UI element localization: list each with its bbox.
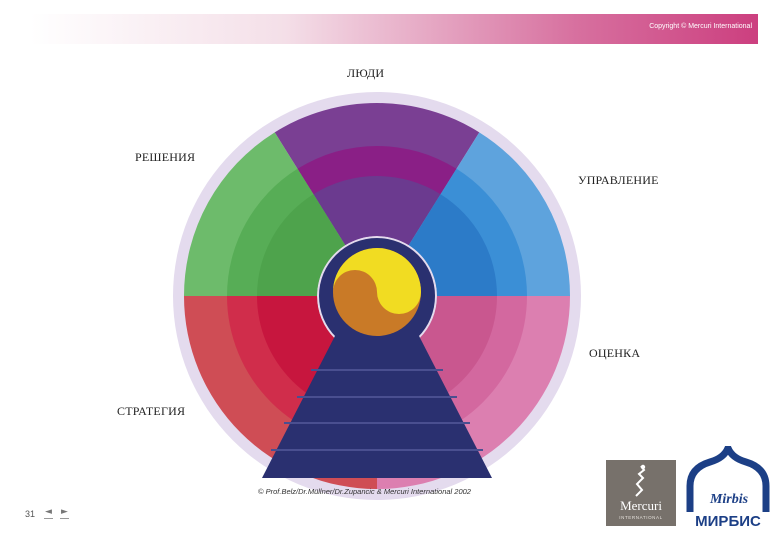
mercuri-name: Mercuri: [620, 498, 662, 513]
label-management: УПРАВЛЕНИЕ: [578, 173, 659, 187]
next-page-icon[interactable]: ►: [60, 507, 69, 519]
wheel-center: [262, 238, 492, 478]
prev-page-icon[interactable]: ◄: [44, 507, 53, 519]
sector-decisions-band-3: [257, 194, 346, 296]
mirbis-logo: Mirbis МИРБИС: [680, 446, 776, 534]
label-evaluation: ОЦЕНКА: [589, 346, 641, 360]
mirbis-arch-icon: [686, 446, 770, 512]
label-decisions: РЕШЕНИЯ: [135, 150, 196, 164]
page-number: 31: [25, 509, 36, 519]
label-strategy: СТРАТЕГИЯ: [117, 404, 186, 418]
mercuri-logo: Mercuri INTERNATIONAL: [606, 460, 676, 526]
credit-text: © Prof.Belz/Dr.Müllner/Dr.Zupancic & Mer…: [258, 487, 471, 496]
mercuri-subtitle: INTERNATIONAL: [619, 515, 663, 520]
yinyang-light: [333, 248, 421, 314]
pyramid: [262, 332, 492, 478]
mirbis-word: МИРБИС: [695, 513, 761, 530]
mercuri-figure-icon: [635, 464, 646, 497]
header-bar: Copyright © Mercuri International: [30, 14, 758, 44]
sector-management-band-3: [408, 194, 497, 296]
mirbis-script: Mirbis: [709, 492, 749, 507]
sector-people-band-3: [313, 175, 441, 246]
label-people: ЛЮДИ: [347, 66, 385, 80]
copyright-text: Copyright © Mercuri International: [649, 23, 752, 30]
